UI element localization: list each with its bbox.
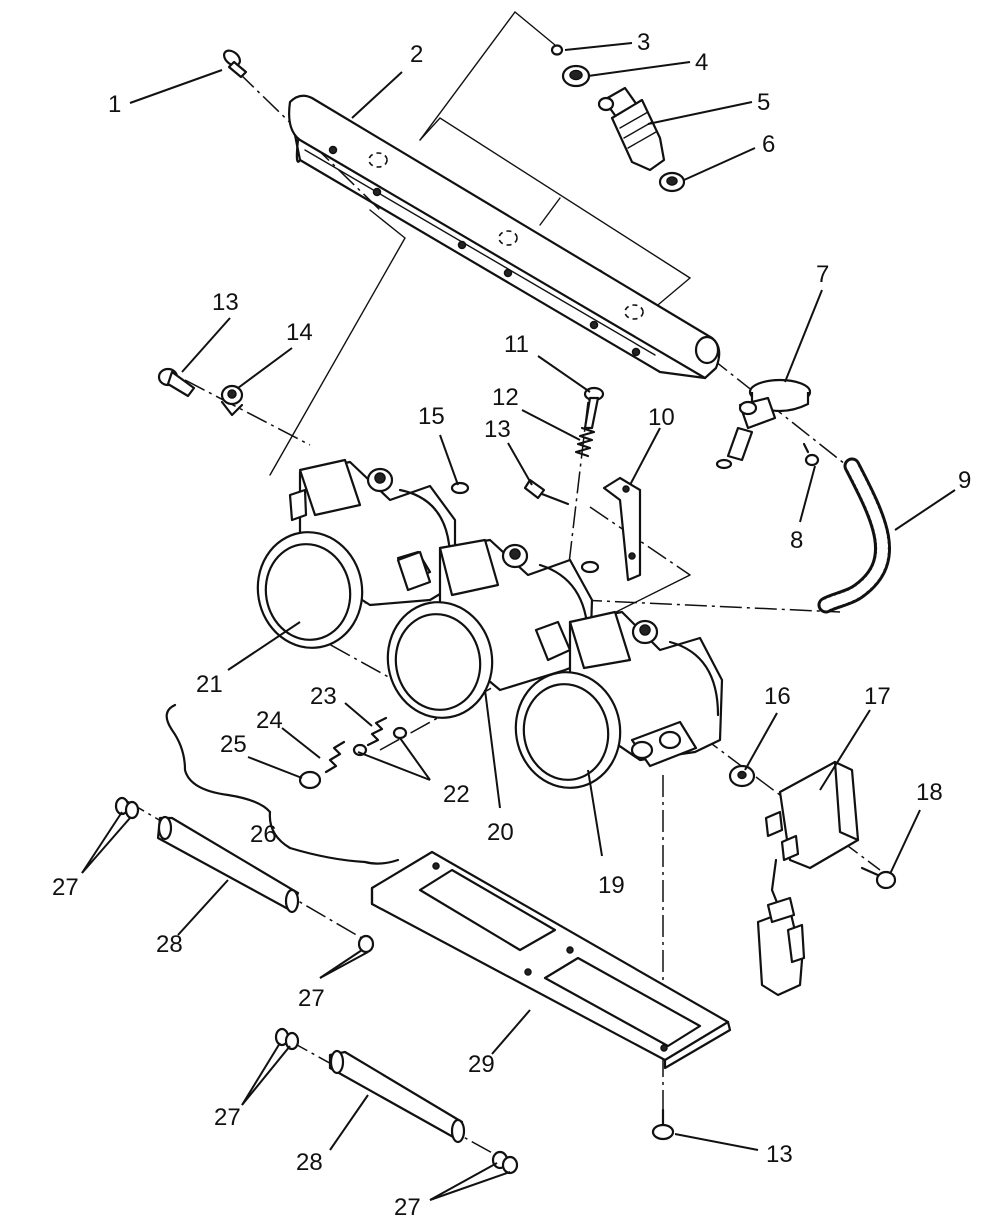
- callout-27-a: 27: [52, 874, 79, 901]
- callout-labels: 1 2 3 4 5 6 7 8 9 10 11 12 13 13 14 15 1…: [52, 29, 971, 1221]
- rod-part-28-upper: [114, 796, 375, 954]
- callout-18: 18: [916, 779, 943, 806]
- washer-part-16: [728, 764, 756, 788]
- callout-24: 24: [256, 707, 283, 734]
- callout-21: 21: [196, 671, 223, 698]
- kit-brace-26: [165, 703, 400, 865]
- spring-part-12: [574, 426, 596, 458]
- callout-27-b: 27: [298, 985, 325, 1012]
- screw-part-13-bottom: [651, 1108, 675, 1141]
- screw-part-18: [860, 866, 897, 890]
- callout-22: 22: [443, 781, 470, 808]
- grommet-part-4: [561, 64, 591, 88]
- fuel-rail: [288, 94, 721, 380]
- callout-9: 9: [958, 467, 971, 494]
- callout-8: 8: [790, 527, 803, 554]
- callout-13-left: 13: [212, 289, 239, 316]
- callout-28-b: 28: [296, 1149, 323, 1176]
- callout-17: 17: [864, 683, 891, 710]
- screw-part-1: [223, 49, 248, 79]
- callout-12: 12: [492, 384, 519, 411]
- throttle-body-right: [514, 610, 724, 789]
- callout-7: 7: [816, 261, 829, 288]
- callout-28-a: 28: [156, 931, 183, 958]
- screw-part-13-mid: [523, 478, 570, 506]
- rod-part-28-lower: [274, 1027, 519, 1175]
- screw-part-11: [583, 386, 605, 430]
- callout-6: 6: [762, 131, 775, 158]
- callout-13-mid: 13: [484, 416, 511, 443]
- throttle-body-middle: [386, 538, 600, 719]
- base-plate-part-29: [370, 850, 732, 1070]
- callout-11: 11: [504, 331, 529, 358]
- callout-10: 10: [648, 404, 675, 431]
- callout-23: 23: [310, 683, 337, 710]
- callout-2: 2: [410, 41, 423, 68]
- callout-27-c: 27: [214, 1104, 241, 1131]
- fuel-injector-part-5: [597, 86, 666, 172]
- callout-5: 5: [757, 89, 770, 116]
- o-ring-part-3: [550, 44, 564, 56]
- callout-29: 29: [468, 1051, 495, 1078]
- idle-adjuster-parts: [298, 716, 408, 790]
- callout-26: 26: [250, 821, 277, 848]
- callout-1: 1: [108, 91, 121, 118]
- callout-leaders: [81, 42, 956, 1201]
- callout-3: 3: [637, 29, 650, 56]
- seal-part-6: [658, 171, 686, 193]
- callout-4: 4: [695, 49, 708, 76]
- callout-25: 25: [220, 731, 247, 758]
- screw-part-8: [802, 442, 820, 467]
- throttle-position-sensor-part-17: [756, 760, 860, 997]
- callout-27-d: 27: [394, 1194, 421, 1221]
- fuel-hose-part-9: [817, 457, 891, 614]
- callout-13-bottom: 13: [766, 1141, 793, 1168]
- callout-16: 16: [764, 683, 791, 710]
- callout-19: 19: [598, 872, 625, 899]
- nut-part-25: [298, 770, 322, 790]
- callout-15: 15: [418, 403, 445, 430]
- clip-part-14: [220, 384, 244, 417]
- callout-14: 14: [286, 319, 313, 346]
- pin-part-15: [450, 481, 470, 495]
- callout-20: 20: [487, 819, 514, 846]
- bracket-part-10: [602, 476, 642, 582]
- screw-part-13-left: [157, 367, 196, 398]
- pressure-regulator-part-7: [715, 378, 812, 470]
